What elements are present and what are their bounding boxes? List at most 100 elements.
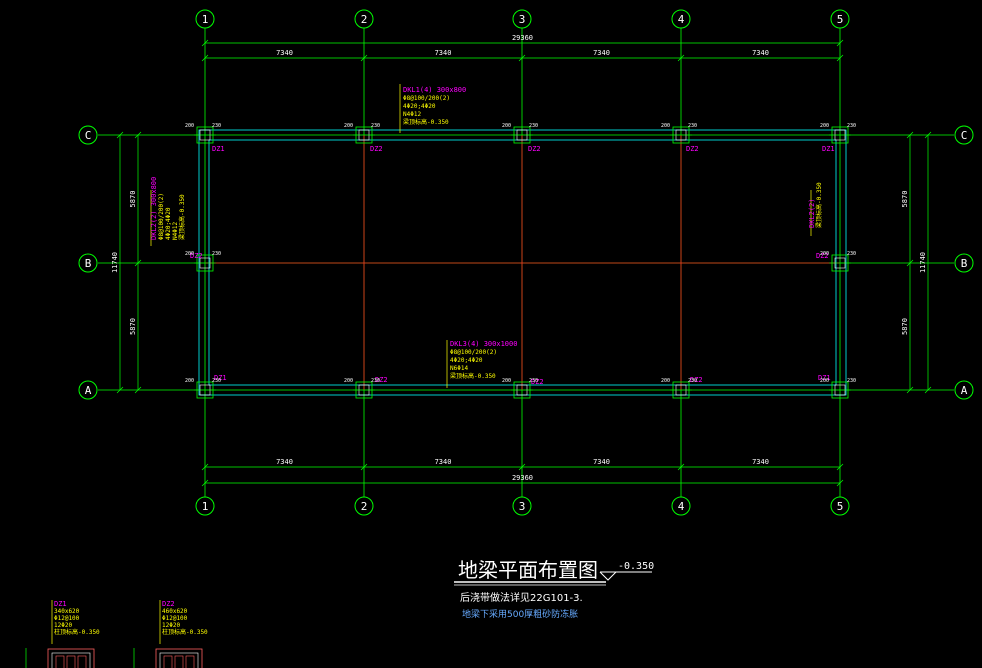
svg-text:DZ1: DZ1 xyxy=(818,374,831,382)
dim-label: 7340 xyxy=(276,49,293,57)
dim-label: 5870 xyxy=(901,318,909,335)
svg-text:A: A xyxy=(961,384,968,397)
axis-bubble-top-4: 4 xyxy=(671,9,691,29)
svg-text:200: 200 xyxy=(344,123,353,129)
beam-note-DKL2-right: DKL2(2)梁顶标高-0.350 xyxy=(808,182,823,236)
svg-text:230: 230 xyxy=(212,251,221,257)
svg-text:230: 230 xyxy=(847,123,856,129)
dim-label: 7340 xyxy=(276,458,293,466)
beam-annotations: DKL1(4) 300x800Φ8@100/200(2)4Φ20;4Φ20N4Φ… xyxy=(150,84,823,388)
svg-text:DZ1: DZ1 xyxy=(212,145,225,153)
axis-bubble-right-B: B xyxy=(954,253,974,273)
detail-line: Φ12@100 xyxy=(54,615,80,622)
detail-line: 460x620 xyxy=(162,608,188,615)
svg-text:230: 230 xyxy=(212,123,221,129)
svg-text:3: 3 xyxy=(519,13,526,26)
axis-bubble-right-C: C xyxy=(954,125,974,145)
svg-text:C: C xyxy=(961,129,968,142)
detail-line: Φ12@100 xyxy=(162,615,188,622)
svg-text:230: 230 xyxy=(371,378,380,384)
axis-bubble-left-A: A xyxy=(78,380,98,400)
svg-text:DZ2: DZ2 xyxy=(531,378,544,386)
svg-text:DZ2: DZ2 xyxy=(528,145,541,153)
svg-text:200: 200 xyxy=(820,251,829,257)
svg-text:230: 230 xyxy=(847,251,856,257)
note-line: 梁顶标高-0.350 xyxy=(450,372,496,380)
svg-text:DZ2: DZ2 xyxy=(690,376,703,384)
axis-bubble-bottom-1: 1 xyxy=(195,496,215,516)
svg-text:200: 200 xyxy=(820,378,829,384)
axis-bubble-left-B: B xyxy=(78,253,98,273)
note-postcast-strip: 后浇带做法详见22G101-3. xyxy=(460,591,583,604)
svg-text:200: 200 xyxy=(820,123,829,129)
dim-label: 7340 xyxy=(593,49,610,57)
axis-bubble-top-5: 5 xyxy=(830,9,850,29)
detail-line: 340x620 xyxy=(54,608,80,615)
note-line: 4Φ20;4Φ20 xyxy=(403,103,436,110)
svg-text:230: 230 xyxy=(529,378,538,384)
beam-inner-outline xyxy=(208,139,837,386)
column-C1: DZ1 200 230 xyxy=(185,123,225,153)
svg-text:DZ1: DZ1 xyxy=(214,374,227,382)
svg-text:DZ2: DZ2 xyxy=(816,252,829,260)
axis-bubble-right-A: A xyxy=(954,380,974,400)
note-line: N4Φ12 xyxy=(172,222,179,240)
axis-bubble-bottom-4: 4 xyxy=(671,496,691,516)
dim-label: 11740 xyxy=(919,252,927,273)
svg-text:200: 200 xyxy=(661,378,670,384)
title-block: 地梁平面布置图 -0.350 后浇带做法详见22G101-3. 地梁下采用500… xyxy=(454,558,654,620)
svg-text:B: B xyxy=(85,257,92,270)
detail-line: DZ1 xyxy=(54,600,67,608)
elevation-mark: -0.350 xyxy=(618,561,654,572)
beam-note-DKL3: DKL3(4) 300x1000Φ8@100/200(2)4Φ20;4Φ20N6… xyxy=(446,340,517,388)
detail-line: DZ2 xyxy=(162,600,175,608)
dim-label: 7340 xyxy=(435,458,452,466)
column-details: DZ1340x620Φ12@10012Φ20柱顶标高-0.350DZ2460x6… xyxy=(25,600,208,668)
note-line: DKL2(2) 300x800 xyxy=(150,177,158,240)
axis-bubble-top-1: 1 xyxy=(195,9,215,29)
dim-label: 7340 xyxy=(593,458,610,466)
svg-text:200: 200 xyxy=(502,378,511,384)
note-line: 梁顶标高-0.350 xyxy=(815,182,823,228)
dim-label: 29360 xyxy=(512,474,533,482)
svg-text:3: 3 xyxy=(519,500,526,513)
svg-text:B: B xyxy=(961,257,968,270)
svg-text:5: 5 xyxy=(837,500,844,513)
drawing-title: 地梁平面布置图 xyxy=(458,558,598,582)
svg-text:DZ2: DZ2 xyxy=(190,252,203,260)
note-line: DKL2(2) xyxy=(808,198,816,228)
dim-label: 7340 xyxy=(752,49,769,57)
beam-outer-outline xyxy=(198,129,847,396)
dim-right-total: 11740 xyxy=(919,131,932,394)
beam-note-DKL1: DKL1(4) 300x800Φ8@100/200(2)4Φ20;4Φ20N4Φ… xyxy=(399,84,466,133)
svg-text:DZ2: DZ2 xyxy=(370,145,383,153)
note-line: Φ8@100/200(2) xyxy=(158,193,165,240)
note-line: 4Φ20;4Φ20 xyxy=(450,357,483,364)
axis-bubble-bottom-5: 5 xyxy=(830,496,850,516)
axis-bubble-top-2: 2 xyxy=(354,9,374,29)
svg-text:4: 4 xyxy=(678,500,685,513)
svg-text:200: 200 xyxy=(661,123,670,129)
svg-text:C: C xyxy=(85,129,92,142)
detail-line: 柱顶标高-0.350 xyxy=(54,628,100,636)
svg-text:200: 200 xyxy=(344,378,353,384)
dim-label: 5870 xyxy=(129,318,137,335)
svg-text:230: 230 xyxy=(529,123,538,129)
dim-label: 29360 xyxy=(512,34,533,42)
note-line: DKL1(4) 300x800 xyxy=(403,86,466,94)
svg-text:DZ2: DZ2 xyxy=(375,376,388,384)
svg-text:200: 200 xyxy=(185,123,194,129)
detail-line: 12Φ20 xyxy=(54,622,72,629)
